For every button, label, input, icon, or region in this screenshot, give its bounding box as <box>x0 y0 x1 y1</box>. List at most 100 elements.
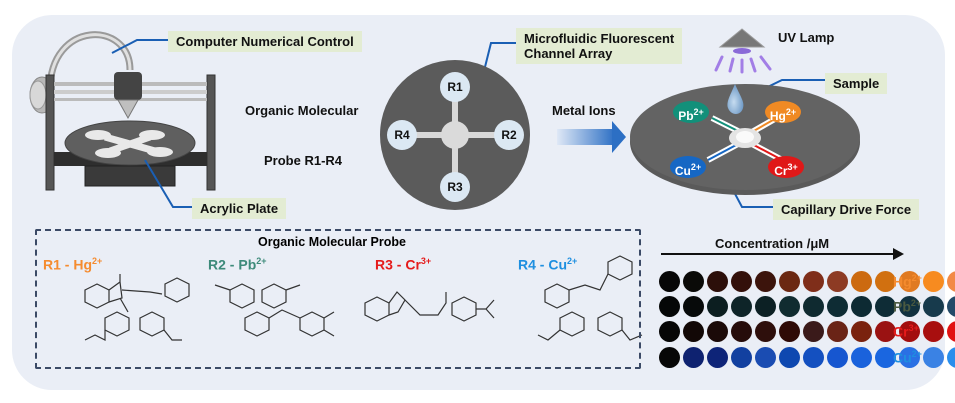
concentration-ion-label-pb: Pb2+ <box>893 298 922 315</box>
concentration-dot <box>875 271 896 292</box>
organic-probe-text-line1: Organic Molecular <box>245 103 359 118</box>
molecule-r2 <box>214 283 335 337</box>
concentration-dot <box>899 347 920 368</box>
concentration-row-hg <box>659 271 955 292</box>
concentration-dot <box>875 321 896 342</box>
concentration-dot <box>803 321 824 342</box>
concentration-dot <box>923 321 944 342</box>
disc-tag-cr: Cr3+ <box>768 156 804 178</box>
concentration-dot <box>899 321 920 342</box>
concentration-dot <box>659 321 680 342</box>
concentration-dot <box>707 347 728 368</box>
cnc-machine-icon <box>29 31 216 191</box>
uv-lamp-icon <box>714 28 772 74</box>
organic-probe-text-line2: Probe R1-R4 <box>264 153 343 168</box>
probe-panel <box>35 229 641 369</box>
concentration-dot <box>875 347 896 368</box>
concentration-dot <box>899 296 920 317</box>
concentration-dot <box>827 296 848 317</box>
probe-label-r3: R3 - Cr3+ <box>375 256 432 273</box>
concentration-dot <box>659 347 680 368</box>
channel-node-r1: R1 <box>440 72 470 102</box>
disc-tag-pb: Pb2+ <box>673 101 709 123</box>
concentration-dot <box>707 271 728 292</box>
concentration-dot <box>659 296 680 317</box>
concentration-dot <box>827 271 848 292</box>
callout-sample: Sample <box>825 73 888 94</box>
channel-node-r3: R3 <box>440 172 470 202</box>
concentration-dot <box>683 271 704 292</box>
sample-drop-icon <box>727 84 744 114</box>
concentration-dot <box>683 321 704 342</box>
concentration-dot <box>923 347 944 368</box>
concentration-ion-label-hg: Hg2+ <box>893 273 922 290</box>
callout-capillary-drive-force: Capillary Drive Force <box>773 199 920 220</box>
concentration-dot <box>827 321 848 342</box>
concentration-dot <box>803 271 824 292</box>
concentration-dot <box>707 321 728 342</box>
channel-node-r4: R4 <box>387 120 417 150</box>
concentration-dot <box>659 271 680 292</box>
uv-lamp-text: UV Lamp <box>778 30 835 45</box>
concentration-dot <box>683 347 704 368</box>
concentration-dot <box>779 347 800 368</box>
concentration-dot <box>875 296 896 317</box>
leader-line-microfluidic <box>482 42 516 76</box>
concentration-row-pb <box>659 296 955 317</box>
molecule-r1 <box>84 274 190 341</box>
concentration-dot <box>899 271 920 292</box>
molecule-structures <box>84 255 643 341</box>
concentration-dot <box>779 296 800 317</box>
concentration-dot <box>731 271 752 292</box>
concentration-row-cu <box>659 347 955 368</box>
concentration-dot <box>851 271 872 292</box>
probe-label-r1: R1 - Hg2+ <box>43 256 103 273</box>
concentration-dot <box>851 321 872 342</box>
concentration-dot <box>923 296 944 317</box>
concentration-dot <box>851 296 872 317</box>
channel-node-r2: R2 <box>494 120 524 150</box>
disc-tag-cu: Cu2+ <box>670 156 706 178</box>
concentration-dot <box>683 296 704 317</box>
concentration-dot <box>779 271 800 292</box>
concentration-dot <box>947 321 955 342</box>
callout-acrylic-plate: Acrylic Plate <box>192 198 287 219</box>
probe-panel-title: Organic Molecular Probe <box>258 235 406 249</box>
disc-tag-hg: Hg2+ <box>765 101 801 123</box>
sample-disc <box>630 84 860 195</box>
concentration-dot <box>731 347 752 368</box>
concentration-dot <box>755 347 776 368</box>
concentration-dot <box>851 347 872 368</box>
concentration-arrow <box>661 248 904 260</box>
concentration-dot <box>779 321 800 342</box>
concentration-dot <box>755 271 776 292</box>
concentration-dot <box>731 321 752 342</box>
metal-ions-text: Metal Ions <box>552 103 616 118</box>
concentration-dot <box>803 296 824 317</box>
concentration-dot <box>755 321 776 342</box>
concentration-dot <box>731 296 752 317</box>
concentration-dot <box>803 347 824 368</box>
concentration-dot <box>947 271 955 292</box>
leader-line-acrylic <box>144 159 192 208</box>
channel-array-disc <box>380 60 530 210</box>
concentration-row-cr <box>659 321 955 342</box>
probe-label-r2: R2 - Pb2+ <box>208 256 267 273</box>
molecule-r3 <box>364 291 495 322</box>
concentration-title: Concentration /μM <box>715 236 830 251</box>
callout-microfluidic-line1: Microfluidic Fluorescent <box>524 31 675 46</box>
metal-ions-arrow-icon <box>557 121 626 153</box>
concentration-ion-label-cu: Cu2+ <box>893 349 922 366</box>
concentration-dot <box>923 271 944 292</box>
concentration-dot <box>755 296 776 317</box>
molecule-r4 <box>537 255 643 341</box>
concentration-dot <box>947 347 955 368</box>
concentration-ion-label-cr: Cr3+ <box>893 323 919 340</box>
callout-cnc: Computer Numerical Control <box>168 31 362 52</box>
concentration-dot <box>947 296 955 317</box>
concentration-dot <box>707 296 728 317</box>
callout-microfluidic-line2: Channel Array <box>524 46 613 61</box>
leader-line-cnc <box>111 39 168 54</box>
probe-label-r4: R4 - Cu2+ <box>518 256 578 273</box>
concentration-dot <box>827 347 848 368</box>
